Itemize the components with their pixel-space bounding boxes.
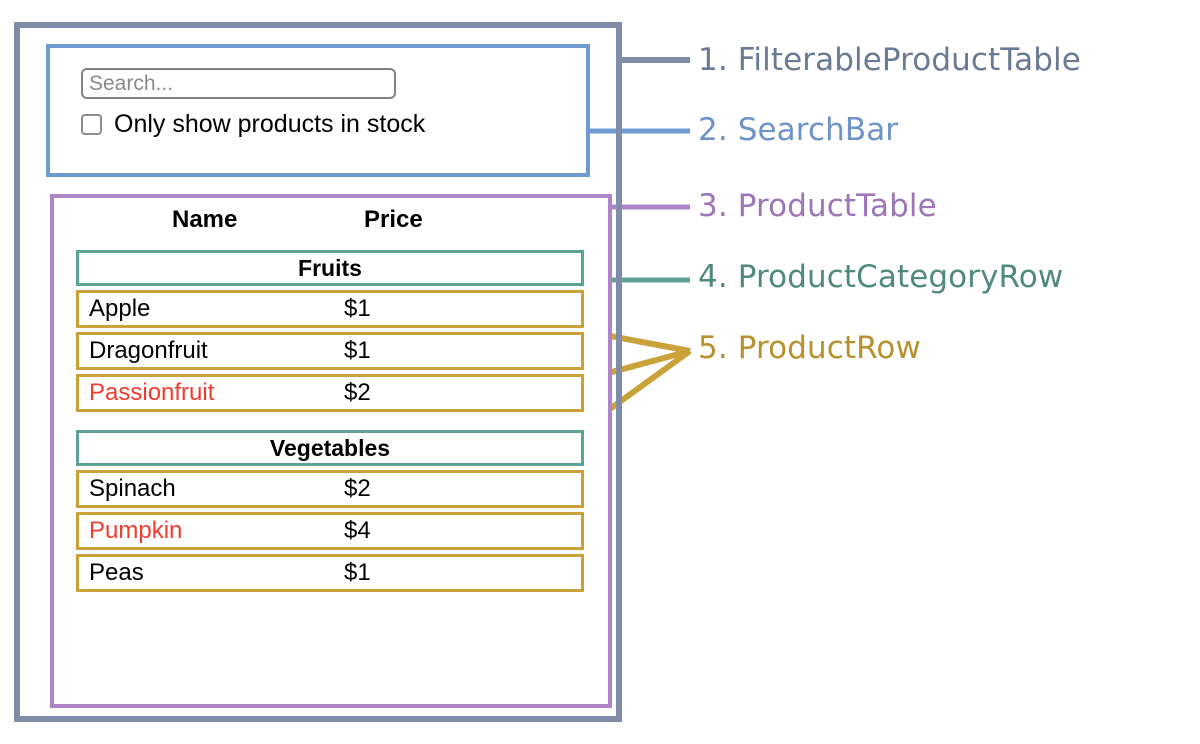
product-row: Apple $1 (76, 290, 584, 328)
product-row-name: Dragonfruit (89, 337, 208, 364)
product-row-price: $4 (344, 517, 371, 544)
column-header-price: Price (364, 206, 423, 233)
product-category-row: Fruits (76, 250, 584, 286)
product-row: Passionfruit $2 (76, 374, 584, 412)
product-row-name: Peas (89, 559, 144, 586)
legend-item-product-category-row: 4. ProductCategoryRow (698, 259, 1064, 295)
product-row-price: $2 (344, 475, 371, 502)
product-category-row-label: Vegetables (269, 434, 391, 461)
legend-item-search-bar: 2. SearchBar (698, 112, 899, 148)
product-table-header: Name Price (54, 206, 608, 248)
product-row-name: Pumpkin (89, 517, 183, 544)
section-spacer (76, 416, 584, 430)
product-row-price: $1 (344, 559, 371, 586)
in-stock-checkbox[interactable] (81, 114, 102, 135)
legend-item-filterable-product-table: 1. FilterableProductTable (698, 42, 1081, 78)
product-category-row-label: Fruits (298, 254, 362, 281)
filterable-product-table-container: Only show products in stock Name Price F… (14, 22, 622, 722)
product-row-price: $2 (344, 379, 371, 406)
legend-item-product-row: 5. ProductRow (698, 330, 921, 366)
product-row: Pumpkin $4 (76, 512, 584, 550)
column-header-name: Name (172, 206, 238, 233)
search-input[interactable] (81, 68, 396, 99)
product-row-price: $1 (344, 295, 371, 322)
product-table-container: Name Price Fruits Apple $1 Dragonfruit $… (50, 194, 612, 708)
product-row-name: Spinach (89, 475, 176, 502)
in-stock-checkbox-label: Only show products in stock (114, 110, 426, 138)
product-row-price: $1 (344, 337, 371, 364)
product-row-name: Passionfruit (89, 379, 215, 406)
legend-item-product-table: 3. ProductTable (698, 188, 937, 224)
product-row: Peas $1 (76, 554, 584, 592)
search-bar-container: Only show products in stock (46, 44, 590, 177)
product-row-name: Apple (89, 295, 151, 322)
product-row: Dragonfruit $1 (76, 332, 584, 370)
product-table-body: Fruits Apple $1 Dragonfruit $1 Passionfr… (76, 250, 584, 596)
product-row: Spinach $2 (76, 470, 584, 508)
product-category-row: Vegetables (76, 430, 584, 466)
in-stock-filter-row[interactable]: Only show products in stock (81, 112, 425, 137)
